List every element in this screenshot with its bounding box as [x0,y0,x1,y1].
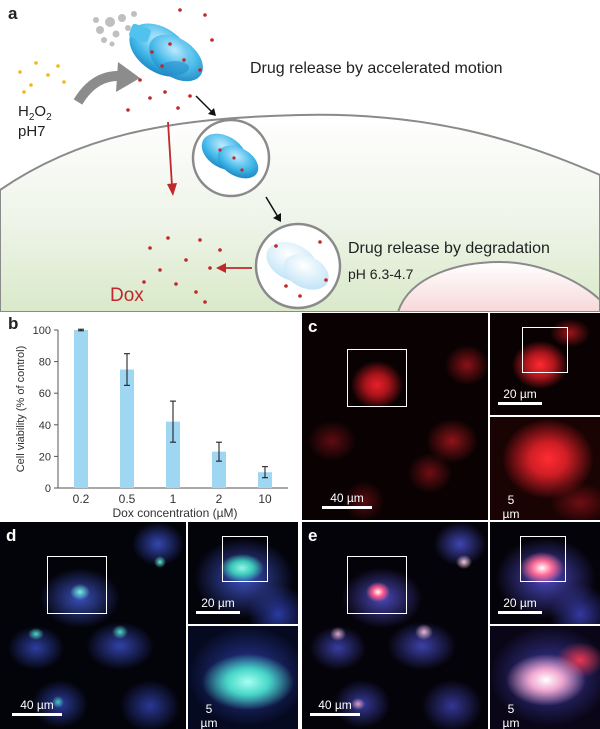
scale-bar-c-zoom2: 5 µm [498,493,524,520]
scale-text-e-zoom1: 20 µm [503,596,537,610]
reagent-o: O [34,103,47,120]
x-tick-label: 2 [216,492,223,506]
panel-d-label: d [6,526,17,545]
scale-text-c-zoom2: 5 µm [502,493,520,520]
zoom-box-c2 [522,327,568,373]
y-tick-label: 80 [39,357,51,369]
scale-bar-c-main: 40 µm [322,491,372,509]
micrograph-c-main: c 40 µm [302,313,488,520]
panel-a: a H2O2 pH7 Drug release by accelerated m… [0,0,600,312]
y-tick-label: 60 [39,388,51,400]
scale-bar-d-zoom2: 5 µm [196,702,222,729]
bar-1 [166,421,180,488]
y-tick-label: 40 [39,420,51,432]
dox-label: Dox [110,285,144,306]
scale-text-d-main: 40 µm [20,698,54,712]
bar-10 [258,472,272,488]
y-tick-label: 0 [45,483,51,495]
scale-bar-e-zoom1: 20 µm [498,596,542,614]
panel-c-label: c [308,317,318,336]
y-tick-label: 20 [39,451,51,463]
scale-bar-d-main: 40 µm [12,698,62,716]
nanomotor-endosome [201,133,259,179]
x-tick-label: 1 [170,492,177,506]
micrograph-c-zoom1: 20 µm [490,313,600,415]
micrograph-e-zoom1: 20 µm [490,522,600,624]
x-tick-label: 0.2 [73,492,90,506]
zoom-box-e [347,556,407,614]
reagent-h2o2: H2O2 [18,103,52,123]
reagent-sub2: 2 [46,112,52,123]
micrograph-e-main: e 40 µm [302,522,488,729]
panel-c: c 40 µm 20 µm 5 µm [302,313,600,520]
scale-bar-e-main: 40 µm [310,698,360,716]
panel-a-label: a [8,4,18,23]
x-tick-label: 10 [258,492,272,506]
cell-membrane [0,113,600,312]
micrograph-e-zoom2: 5 µm [490,626,600,729]
scale-text-c-zoom1: 20 µm [503,387,537,401]
scale-bar-d-zoom1: 20 µm [196,596,240,614]
zoom-box-e2 [520,536,566,582]
zoom-box-d [47,556,107,614]
scale-bar-e-zoom2: 5 µm [498,702,524,729]
scale-bar-c-zoom1: 20 µm [498,387,542,405]
bar-0.5 [120,369,134,488]
micrograph-d-main: d 40 µm [0,522,186,729]
zoom-box-d2 [222,536,268,582]
scale-text-e-main: 40 µm [318,698,352,712]
reagent-h: H [18,103,29,120]
oxygen-bubbles [93,11,137,47]
bar-0.2 [74,330,88,488]
micrograph-d-zoom1: 20 µm [188,522,298,624]
ph-range-text: pH 6.3-4.7 [348,266,414,282]
dox-molecules [126,8,222,304]
reagent-ph: pH7 [18,123,46,140]
scale-text-e-zoom2: 5 µm [502,702,520,729]
panel-a-schematic [0,8,600,312]
micrograph-d-zoom2: 5 µm [188,626,298,729]
h2o2-molecules [18,61,66,94]
nanomotor-degrading [266,240,329,298]
scale-text-d-zoom1: 20 µm [201,596,235,610]
zoom-box-c [347,349,407,407]
panel-d: d 40 µm 20 µm 5 µm [0,522,298,729]
bar-2 [212,451,226,488]
release-motion-text: Drug release by accelerated motion [250,60,503,77]
nanomotor-main [129,23,203,82]
release-degradation-text: Drug release by degradation [348,240,550,257]
y-axis-label: Cell viability (% of control) [15,346,27,473]
y-tick-label: 100 [33,325,51,337]
nucleus [396,260,600,312]
scale-text-c-main: 40 µm [330,491,364,505]
grey-arrow [73,70,123,105]
panel-e-label: e [308,526,318,545]
scale-text-d-zoom2: 5 µm [200,702,218,729]
x-axis-label: Dox concentration (µM) [113,506,238,520]
panel-b-label: b [8,314,19,333]
micrograph-c-zoom2: 5 µm [490,417,600,520]
x-tick-label: 0.5 [119,492,136,506]
panel-e: e 40 µm 20 µm 5 µm [302,522,600,729]
reagent-sub1: 2 [28,112,35,123]
